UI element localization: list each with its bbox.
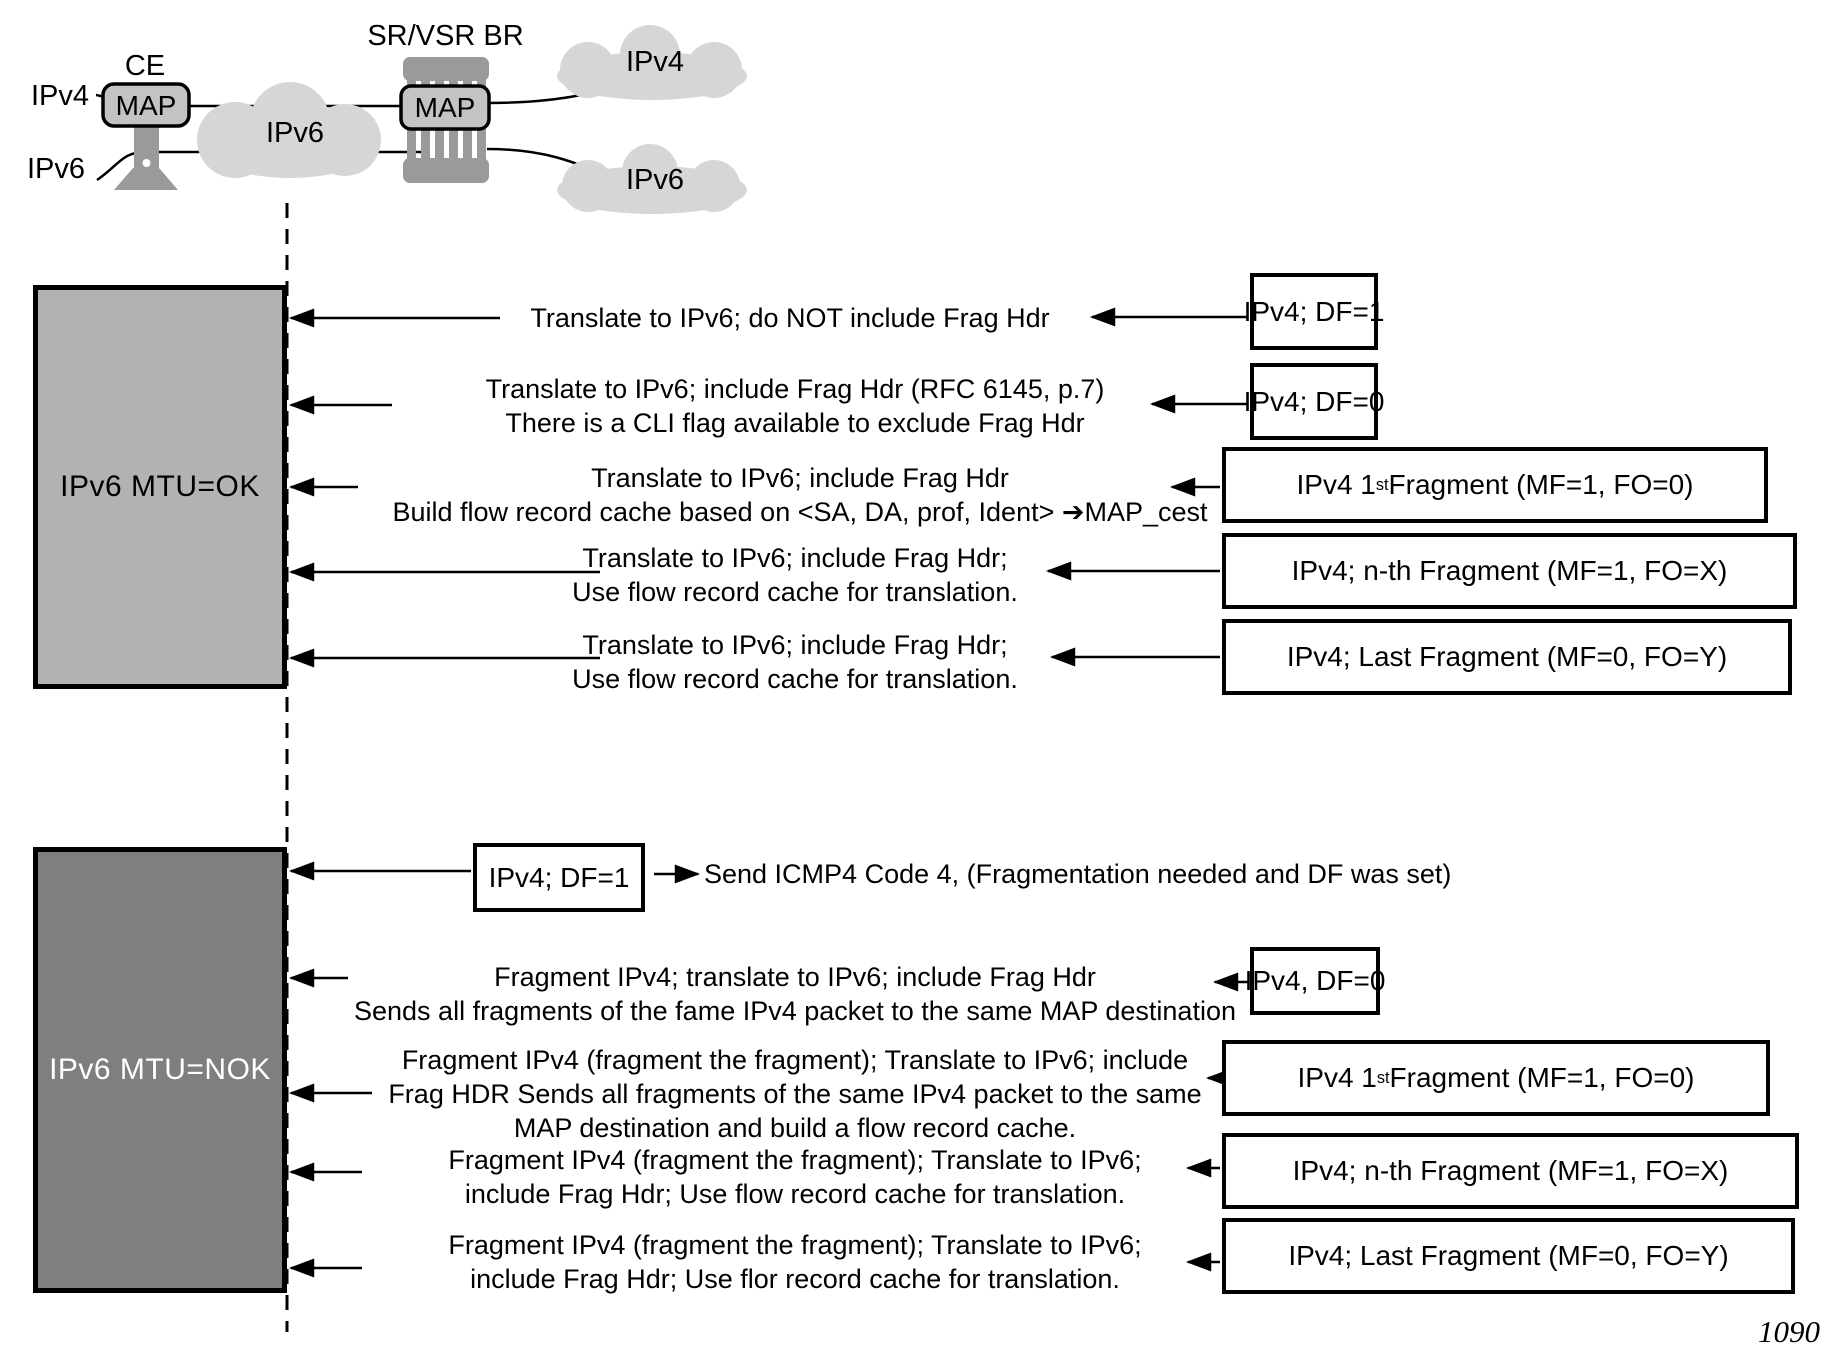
ce-map-label: MAP (115, 90, 177, 121)
ok-row2-text: Translate to IPv6; include Frag Hdr (RFC… (485, 374, 1105, 438)
ok-row5-text: Translate to IPv6; include Frag Hdr; Use… (572, 630, 1018, 694)
ipv6-mtu-ok-label: IPv6 MTU=OK (60, 470, 260, 503)
nok-row1-text: Send ICMP4 Code 4, (Fragmentation needed… (704, 859, 1452, 889)
ipv6-core-cloud-label: IPv6 (265, 117, 325, 149)
left-ipv6-label: IPv6 (27, 153, 86, 185)
ok-packet-df0-box: IPv4; DF=0 (1244, 363, 1384, 440)
ok-row1-text: Translate to IPv6; do NOT include Frag H… (530, 303, 1050, 333)
ipv6-mtu-nok-box: IPv6 MTU=NOK (33, 847, 287, 1293)
ok-packet-nth-fragment-box: IPv4; n-th Fragment (MF=1, FO=X) (1222, 533, 1797, 609)
left-ipv4-label: IPv4 (31, 80, 90, 112)
ok-packet-df1-box: IPv4; DF=1 (1244, 273, 1384, 350)
ok-packet-last-fragment-box: IPv4; Last Fragment (MF=0, FO=Y) (1222, 619, 1792, 695)
nok-row4-text: Fragment IPv4 (fragment the fragment); T… (448, 1145, 1142, 1209)
nok-row5-text: Fragment IPv4 (fragment the fragment); T… (448, 1230, 1142, 1294)
ipv6-internet-cloud-label: IPv6 (625, 164, 685, 196)
ipv6-mtu-nok-label: IPv6 MTU=NOK (49, 1053, 271, 1086)
ipv4-internet-cloud-label: IPv4 (625, 46, 685, 78)
nok-packet-nth-fragment-box: IPv4; n-th Fragment (MF=1, FO=X) (1222, 1133, 1799, 1209)
nok-row3-text: Fragment IPv4 (fragment the fragment); T… (388, 1045, 1202, 1143)
br-map-label: MAP (414, 92, 476, 123)
nok-packet-df0-box: IPv4, DF=0 (1245, 947, 1385, 1015)
ce-label: CE (124, 50, 166, 82)
ipv6-mtu-ok-box: IPv6 MTU=OK (33, 285, 287, 689)
nok-packet-df1-box: IPv4; DF=1 (473, 843, 645, 912)
ok-row4-text: Translate to IPv6; include Frag Hdr; Use… (572, 543, 1018, 607)
nok-packet-last-fragment-box: IPv4; Last Fragment (MF=0, FO=Y) (1222, 1218, 1795, 1294)
ok-row3-text: Translate to IPv6; include Frag Hdr Buil… (392, 463, 1208, 527)
br-label: SR/VSR BR (367, 20, 524, 52)
page-number: 1090 (1758, 1314, 1820, 1349)
nok-row2-text: Fragment IPv4; translate to IPv6; includ… (354, 962, 1236, 1026)
